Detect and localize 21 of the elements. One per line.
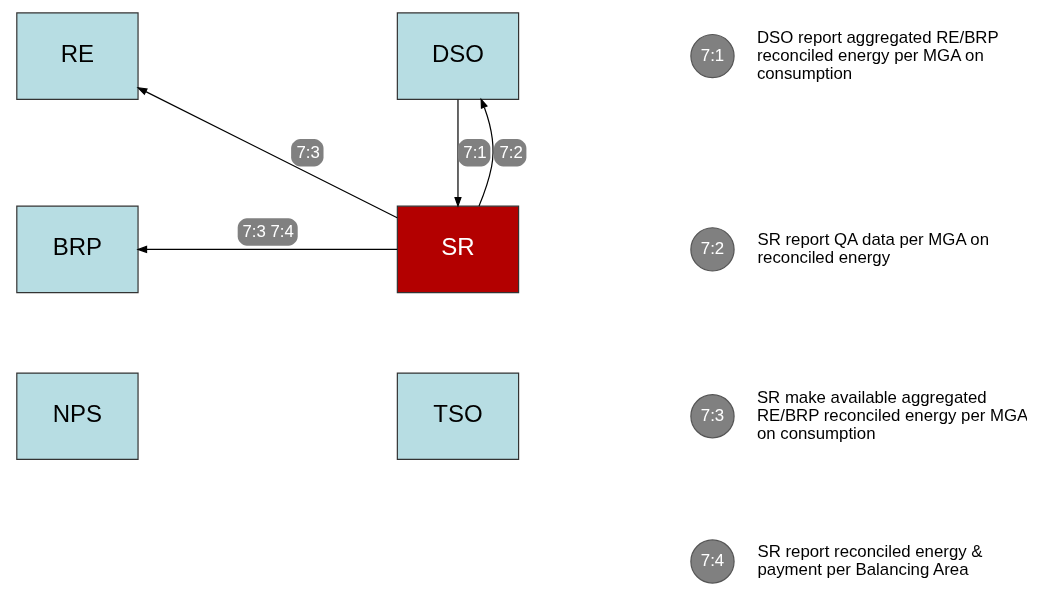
node-circle: 7:2	[690, 227, 735, 272]
arrow	[478, 97, 494, 207]
node-circle: 7:4	[690, 539, 735, 584]
node-box: RE	[16, 12, 139, 100]
node-box: NPS	[16, 372, 139, 461]
edge-label: 7:2	[499, 142, 523, 162]
node-circle: 7:1	[690, 33, 735, 79]
node-label: DSO report aggregated RE/BRP reconciled energy per MGA on consumption	[756, 27, 999, 83]
arrow	[136, 86, 398, 219]
node-box: BRP	[16, 205, 139, 294]
node-label: SR report QA data per MGA on reconciled energy	[757, 229, 990, 267]
node-box: DSO	[396, 12, 520, 100]
node-box: SR	[396, 205, 520, 294]
arrow	[454, 99, 462, 208]
node-box: TSO	[396, 372, 520, 461]
node-circle: 7:3	[690, 394, 735, 439]
edge-label: 7:1	[463, 142, 487, 162]
node-label: SR report reconciled energy & payment per Balancing Area	[757, 541, 983, 579]
edge-label: 7:3 7:4	[242, 222, 294, 242]
arrow	[136, 245, 398, 254]
edge-label: 7:3	[296, 142, 320, 162]
